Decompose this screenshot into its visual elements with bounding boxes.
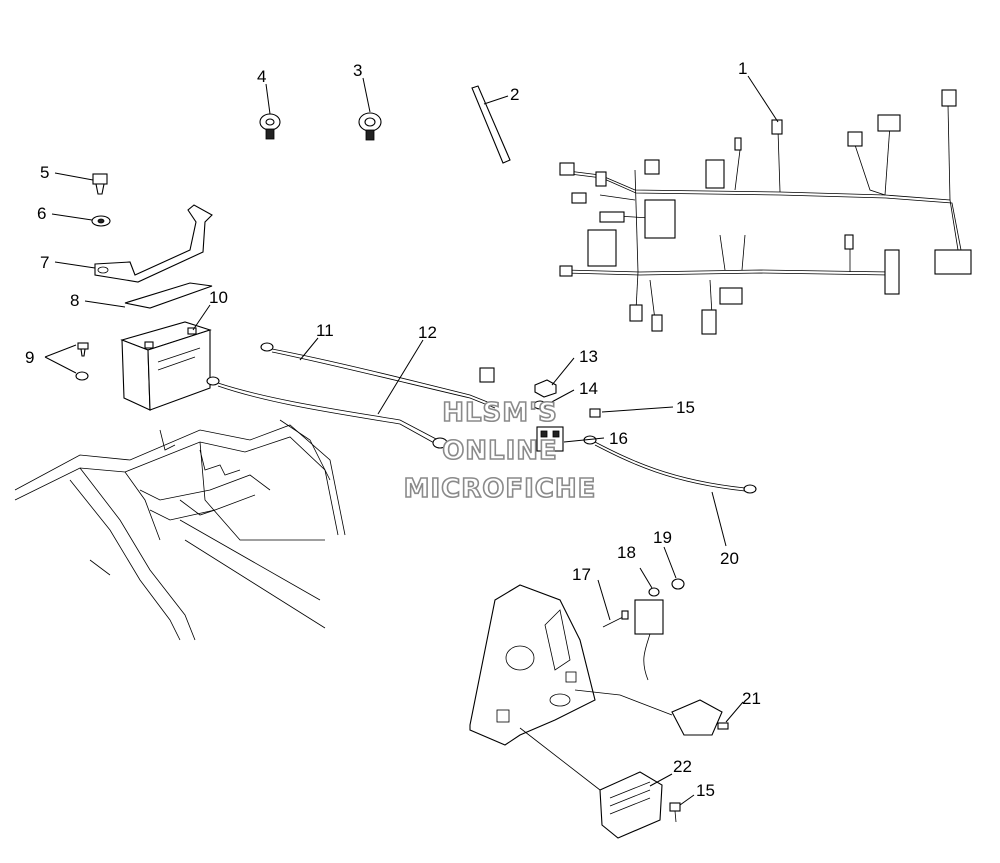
module-screw[interactable] (717, 722, 729, 730)
small-nut[interactable] (648, 587, 660, 597)
battery-hold-down-bracket[interactable] (94, 204, 213, 283)
battery-screws[interactable] (75, 342, 89, 381)
callout-labels: 1 2 3 4 5 6 7 8 9 10 11 12 13 14 15 16 1… (25, 59, 761, 800)
lock-washer[interactable] (533, 400, 547, 410)
watermark-line-3: MICROFICHE (404, 474, 597, 504)
washer[interactable] (91, 215, 111, 227)
callout-20: 20 (720, 549, 739, 568)
ground-cable[interactable] (583, 435, 757, 494)
callout-19: 19 (653, 528, 672, 547)
nut[interactable] (534, 379, 557, 398)
callout-17: 17 (572, 565, 591, 584)
battery[interactable] (120, 321, 212, 411)
cable-tie[interactable] (471, 85, 511, 164)
regulator-screw[interactable] (669, 802, 681, 823)
cdi-module[interactable] (574, 689, 723, 736)
wiring-harness[interactable] (559, 89, 972, 335)
watermark: HLSM'S ONLINE MICROFICHE (403, 397, 597, 505)
callout-1: 1 (738, 59, 747, 78)
callout-22: 22 (673, 757, 692, 776)
callout-13: 13 (579, 347, 598, 366)
bolt[interactable] (92, 173, 108, 195)
positive-battery-cable[interactable] (260, 342, 496, 409)
callout-3: 3 (353, 61, 362, 80)
callout-5: 5 (40, 163, 49, 182)
mounting-bolt[interactable] (602, 610, 629, 628)
ignition-coil[interactable] (634, 599, 664, 681)
callout-6: 6 (37, 204, 46, 223)
lock-nut[interactable] (671, 578, 685, 590)
vehicle-frame (14, 419, 346, 641)
electrical-mounting-plate[interactable] (469, 584, 596, 746)
callout-10: 10 (209, 288, 228, 307)
voltage-regulator[interactable] (519, 727, 663, 839)
callout-2: 2 (510, 85, 519, 104)
callout-12: 12 (418, 323, 437, 342)
callout-7: 7 (40, 253, 49, 272)
battery-pad[interactable] (124, 282, 213, 309)
screw[interactable] (589, 408, 601, 418)
callout-16: 16 (609, 429, 628, 448)
callout-14: 14 (579, 379, 598, 398)
callout-8: 8 (70, 291, 79, 310)
callout-21: 21 (742, 689, 761, 708)
negative-battery-cable[interactable] (206, 376, 448, 449)
callout-9: 9 (25, 348, 34, 367)
leader-lines (44, 75, 779, 806)
callout-4: 4 (257, 67, 266, 86)
wire-clip-large[interactable] (358, 112, 382, 141)
watermark-line-1: HLSM'S (442, 398, 558, 428)
watermark-line-2: ONLINE (442, 436, 558, 466)
wire-clip-small[interactable] (259, 113, 281, 140)
callout-11: 11 (316, 321, 334, 340)
callout-15: 15 (676, 398, 695, 417)
starter-solenoid[interactable] (536, 426, 564, 452)
callout-18: 18 (617, 543, 636, 562)
callout-15-lower: 15 (696, 781, 715, 800)
